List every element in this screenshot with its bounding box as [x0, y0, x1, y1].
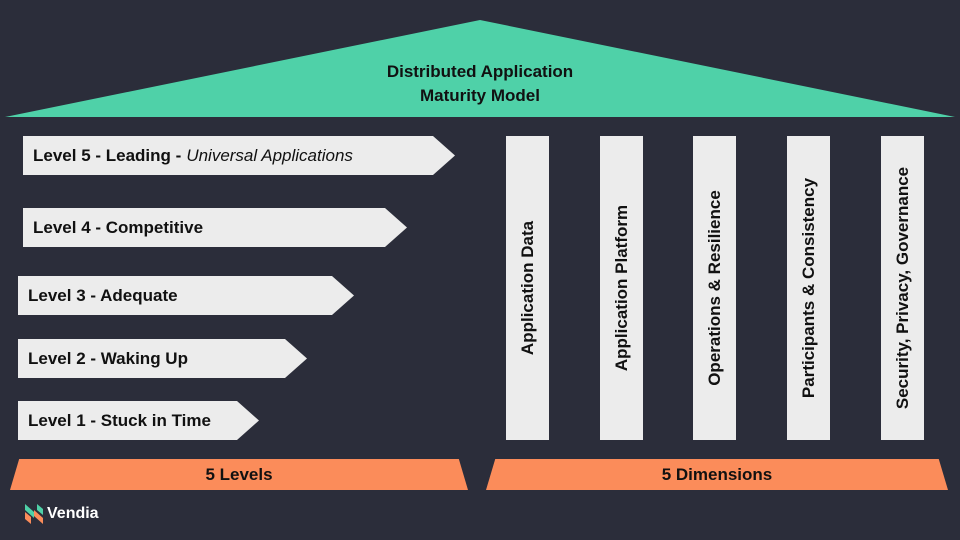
level-3-label: Level 3 - Adequate — [28, 285, 178, 305]
pillar-security-privacy-governance: Security, Privacy, Governance — [881, 136, 924, 440]
roof — [5, 20, 955, 117]
pillar-label: Participants & Consistency — [798, 177, 818, 399]
pillar-operations-resilience: Operations & Resilience — [693, 136, 736, 440]
brand-name: Vendia — [47, 505, 99, 522]
pillar-label: Application Data — [517, 220, 537, 356]
level-5-subtitle: Universal Applications — [186, 145, 353, 165]
level-2-label: Level 2 - Waking Up — [28, 348, 188, 368]
level-5-label: Level 5 - Leading - — [33, 145, 182, 165]
pillar-label: Operations & Resilience — [704, 190, 724, 386]
model-title-line1: Distributed Application — [386, 62, 574, 81]
model-title-line2: Maturity Model — [420, 86, 540, 105]
pillar-participants-consistency: Participants & Consistency — [787, 136, 830, 440]
model-title: Distributed Application Maturity Model — [280, 60, 680, 108]
pillar-application-data: Application Data — [506, 136, 549, 440]
vendia-logo-icon — [25, 504, 43, 524]
base-levels: 5 Levels — [10, 459, 468, 490]
base-dimensions: 5 Dimensions — [486, 459, 948, 490]
level-4: Level 4 - Competitive — [23, 208, 407, 247]
pillar-application-platform: Application Platform — [600, 136, 643, 440]
pillar-label: Security, Privacy, Governance — [892, 166, 912, 410]
level-1: Level 1 - Stuck in Time — [18, 401, 259, 440]
level-3: Level 3 - Adequate — [18, 276, 354, 315]
base-levels-label: 5 Levels — [205, 464, 273, 484]
level-1-label: Level 1 - Stuck in Time — [28, 410, 211, 430]
roof-triangle — [5, 20, 955, 117]
brand-logo: Vendia — [25, 504, 99, 524]
level-5: Level 5 - Leading - Universal Applicatio… — [23, 136, 455, 175]
pillar-label: Application Platform — [611, 204, 631, 372]
level-4-label: Level 4 - Competitive — [33, 217, 204, 237]
level-2: Level 2 - Waking Up — [18, 339, 307, 378]
base-dimensions-label: 5 Dimensions — [661, 464, 773, 484]
